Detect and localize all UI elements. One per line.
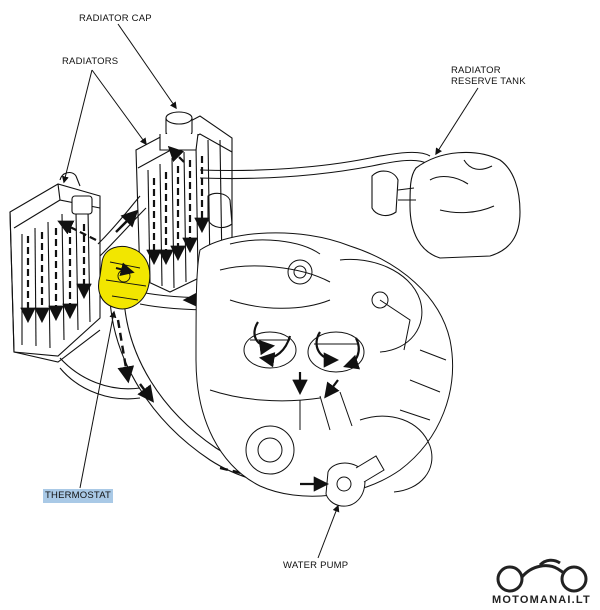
engine-flow-arrows xyxy=(253,321,361,399)
right-radiator-flow-arrows xyxy=(146,145,210,266)
thermostat xyxy=(98,246,151,310)
water-pump-label: WATER PUMP xyxy=(283,560,349,571)
water-pump xyxy=(300,455,385,507)
reserve-tank-label-line2: RESERVE TANK xyxy=(451,76,526,87)
radiator-cap-label: RADIATOR CAP xyxy=(79,13,152,24)
radiators-label: RADIATORS xyxy=(62,56,119,67)
leader-lines xyxy=(61,23,479,559)
thermostat-label: THERMOSTAT xyxy=(43,489,114,503)
watermark-text: MOTOMANAI.LT xyxy=(492,594,591,606)
reserve-tank-label-line1: RADIATOR xyxy=(451,65,501,76)
reserve-tank xyxy=(371,151,521,259)
radiator-cap xyxy=(159,111,199,151)
left-radiator-flow-arrows xyxy=(20,220,97,324)
motorcycle-logo-icon xyxy=(496,558,588,593)
engine-block xyxy=(195,232,454,497)
